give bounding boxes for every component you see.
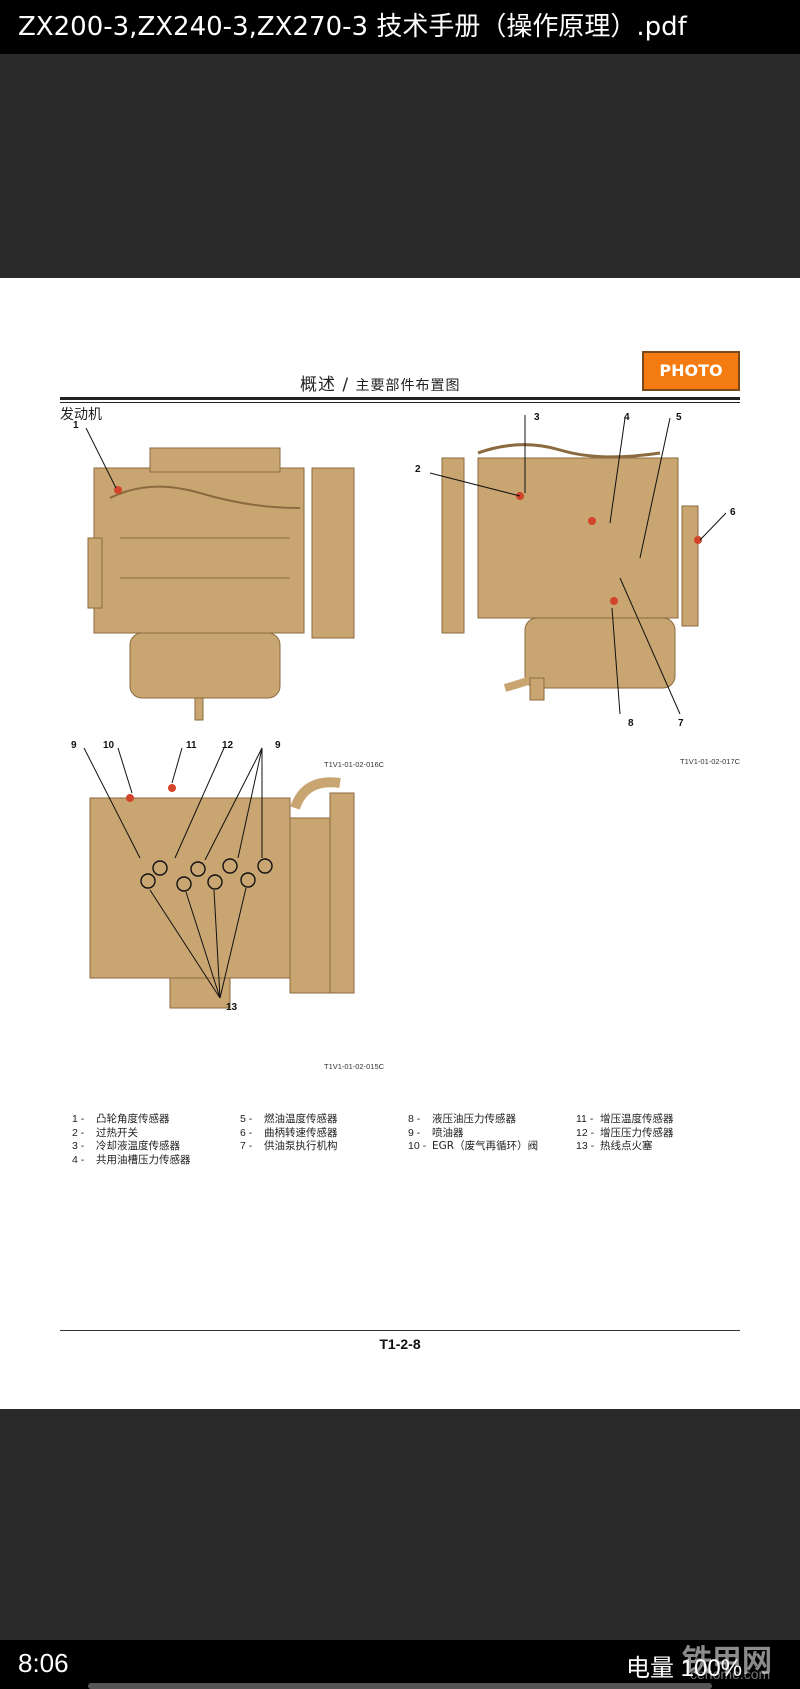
legend-col-1: 1 -凸轮角度传感器 2 -过热开关 3 -冷却液温度传感器 4 -共用油槽压力… bbox=[72, 1113, 191, 1167]
legend-item: 8 -液压油压力传感器 bbox=[408, 1113, 516, 1125]
header-sub: 主要部件布置图 bbox=[355, 378, 461, 394]
document-title: ZX200-3,ZX240-3,ZX270-3 技术手册（操作原理）.pdf bbox=[18, 12, 687, 42]
callout-6: 6 bbox=[730, 507, 736, 518]
photo-button[interactable]: PHOTO bbox=[642, 351, 740, 391]
legend-col-2: 5 -燃油温度传感器 6 -曲柄转速传感器 7 -供油泵执行机构 bbox=[240, 1113, 338, 1154]
callout-1: 1 bbox=[73, 420, 79, 431]
callout-9b: 9 bbox=[275, 740, 281, 751]
legend-item: 6 -曲柄转速传感器 bbox=[240, 1126, 338, 1139]
legend-item: 11 -增压温度传感器 bbox=[576, 1113, 674, 1125]
footer-rule bbox=[60, 1330, 740, 1331]
figure-code-015c: T1V1-01-02-015C bbox=[324, 1062, 385, 1071]
header-rule-thick bbox=[60, 397, 740, 400]
watermark-logo: 铁甲网 bbox=[682, 1644, 772, 1679]
callout-5: 5 bbox=[676, 412, 682, 423]
legend-item: 13 -热线点火塞 bbox=[576, 1140, 653, 1152]
status-bar: 8:06 电量 100% bbox=[0, 1640, 800, 1689]
figure-code-016c: T1V1-01-02-016C bbox=[324, 760, 385, 769]
callout-12: 12 bbox=[222, 740, 234, 751]
legend-col-4: 11 -增压温度传感器 12 -增压压力传感器 13 -热线点火塞 bbox=[576, 1113, 674, 1154]
callout-4: 4 bbox=[624, 412, 630, 423]
callout-13: 13 bbox=[226, 1002, 238, 1013]
engine-figure-top: 9 10 11 12 9 13 T1V1-01-02-015C bbox=[71, 740, 385, 1071]
engine-figure-right: 2 3 4 5 6 7 8 T1V1-01-02-017C bbox=[415, 412, 741, 766]
legend-item: 3 -冷却液温度传感器 bbox=[72, 1140, 180, 1152]
legend-item: 4 -共用油槽压力传感器 bbox=[72, 1153, 191, 1166]
legend-item: 5 -燃油温度传感器 bbox=[240, 1113, 338, 1125]
legend-item: 1 -凸轮角度传感器 bbox=[72, 1113, 170, 1125]
horizontal-scrollbar[interactable] bbox=[88, 1683, 712, 1689]
pdf-page[interactable]: PHOTO 概述 / 主要部件布置图 发动机 1 T1V1-01-02-016C bbox=[0, 278, 800, 1409]
clock: 8:06 bbox=[18, 1648, 69, 1678]
callout-8: 8 bbox=[628, 718, 634, 729]
callout-3: 3 bbox=[534, 412, 540, 423]
callout-2: 2 bbox=[415, 464, 421, 475]
callout-9: 9 bbox=[71, 740, 77, 751]
legend-item: 2 -过热开关 bbox=[72, 1126, 138, 1139]
legend-item: 10 -EGR（废气再循环）阀 bbox=[408, 1140, 539, 1152]
watermark-url: cehome.com bbox=[690, 1666, 771, 1682]
engine-figure-left: 1 T1V1-01-02-016C bbox=[73, 420, 385, 769]
callout-7: 7 bbox=[678, 718, 684, 729]
page-header: 概述 / 主要部件布置图 bbox=[300, 370, 600, 395]
callout-10: 10 bbox=[103, 740, 115, 751]
figure-code-017c: T1V1-01-02-017C bbox=[680, 757, 741, 766]
engine-diagrams: 1 T1V1-01-02-016C 2 3 4 5 bbox=[71, 412, 741, 1071]
legend-item: 9 -喷油器 bbox=[408, 1126, 464, 1139]
legend-item: 12 -增压压力传感器 bbox=[576, 1126, 674, 1139]
legend-col-3: 8 -液压油压力传感器 9 -喷油器 10 -EGR（废气再循环）阀 bbox=[408, 1113, 538, 1154]
battery-indicator: 电量 100% bbox=[626, 1655, 743, 1682]
legend-item: 7 -供油泵执行机构 bbox=[240, 1140, 338, 1152]
header-main: 概述 bbox=[300, 375, 336, 395]
document-title-bar: ZX200-3,ZX240-3,ZX270-3 技术手册（操作原理）.pdf bbox=[0, 0, 800, 54]
callout-11: 11 bbox=[186, 740, 197, 751]
section-title: 发动机 bbox=[60, 407, 102, 423]
header-rule-thin bbox=[60, 402, 740, 403]
header-separator: / bbox=[342, 375, 350, 395]
page-number: T1-2-8 bbox=[379, 1336, 421, 1352]
